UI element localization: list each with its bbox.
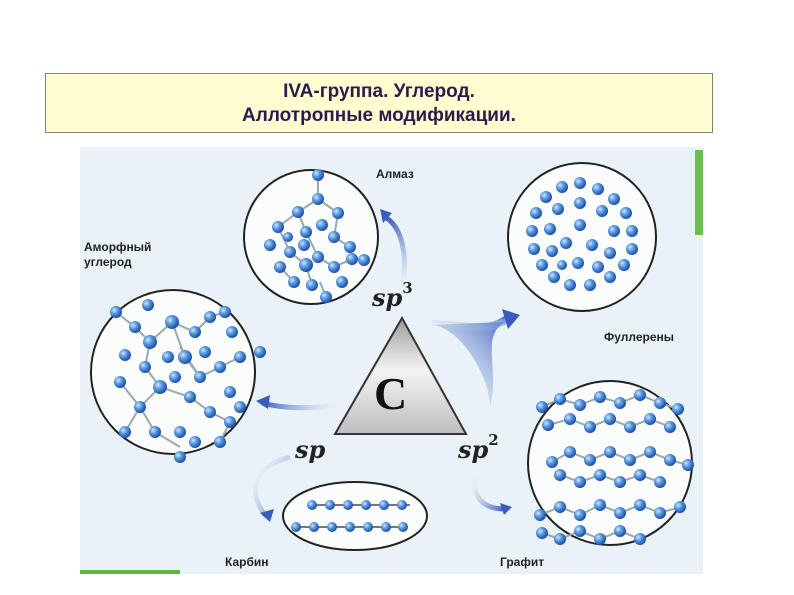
sp3-exponent: 3 bbox=[402, 279, 413, 297]
arrow-to-diamond bbox=[380, 209, 407, 298]
sp2-base: sp bbox=[458, 435, 489, 464]
sp3-base: sp bbox=[372, 283, 403, 312]
arrow-to-amorphous bbox=[256, 395, 341, 411]
diamond-structure bbox=[243, 169, 379, 305]
allotropes-diagram: C sp3 sp sp2 Алмаз Фуллерены Аморфный уг… bbox=[80, 147, 703, 574]
label-amorphous: Аморфный углерод bbox=[84, 240, 151, 270]
title-line-2: Аллотропные модификации. bbox=[242, 105, 516, 126]
title-box: IVA-группа. Углерод. Аллотропные модифик… bbox=[45, 73, 713, 133]
amorphous-structure bbox=[90, 289, 266, 463]
label-fullerenes: Фуллерены bbox=[604, 330, 675, 344]
carbon-triangle bbox=[333, 315, 468, 435]
green-edge-bar-right bbox=[695, 150, 703, 235]
label-carbyne: Карбин bbox=[225, 555, 269, 569]
arrow-to-fullerenes bbox=[430, 309, 520, 407]
carbon-symbol: C bbox=[374, 368, 408, 419]
hybridization-sp2: sp2 bbox=[458, 431, 499, 464]
diagram-graphics bbox=[90, 162, 694, 551]
fullerene-structure bbox=[507, 162, 657, 312]
sp2-exponent: 2 bbox=[488, 431, 499, 449]
sp-base: sp bbox=[295, 435, 326, 464]
green-edge-bar-bottom bbox=[80, 570, 180, 574]
arrow-to-graphite bbox=[472, 466, 512, 515]
arrow-to-carbyne bbox=[253, 454, 291, 522]
label-graphite: Графит bbox=[500, 555, 545, 569]
carbyne-structure bbox=[282, 481, 428, 551]
label-amorphous-line1: Аморфный bbox=[84, 240, 152, 254]
label-amorphous-line2: углерод bbox=[84, 255, 132, 269]
graphite-structure bbox=[527, 380, 694, 546]
hybridization-sp3: sp3 bbox=[372, 279, 413, 312]
title-line-1: IVA-группа. Углерод. bbox=[283, 81, 475, 102]
label-diamond: Алмаз bbox=[376, 167, 414, 181]
hybridization-sp: sp bbox=[295, 435, 325, 464]
